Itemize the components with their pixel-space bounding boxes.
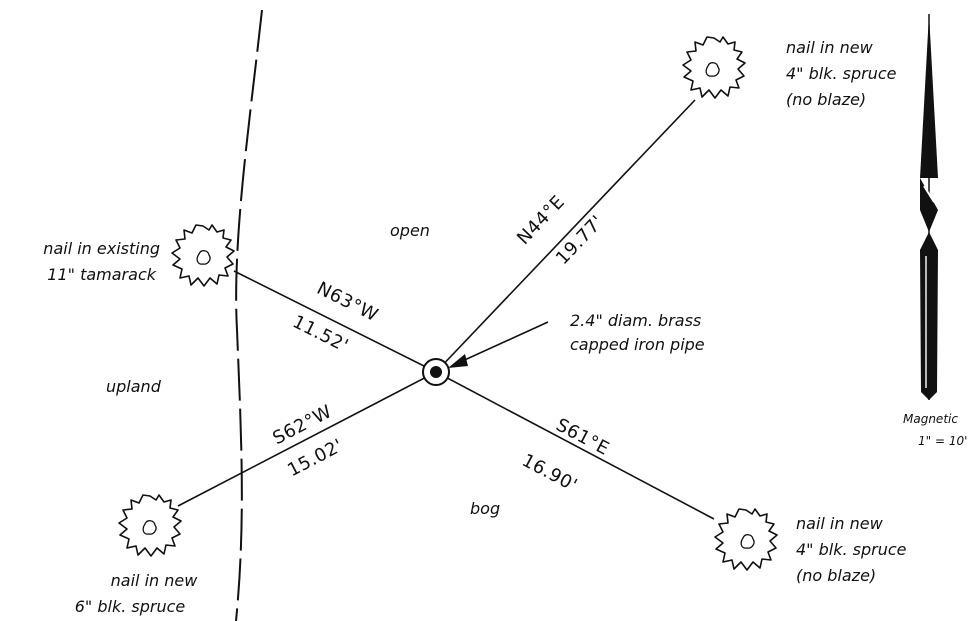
- north-arrow-icon: [920, 14, 938, 400]
- monument-note-line1: 2.4" diam. brass: [570, 311, 701, 330]
- tree-note-sw-line2: 6" blk. spruce: [75, 597, 186, 616]
- area-label-open: open: [390, 221, 430, 240]
- tie-line-sw: [177, 371, 437, 507]
- tree-icon-sw: [118, 494, 182, 557]
- tie-line-nw: [233, 270, 437, 373]
- tree-note-se-line3: (no blaze): [796, 566, 876, 585]
- monument-note-line2: capped iron pipe: [570, 335, 705, 354]
- bearing-nw: N63°W: [313, 278, 381, 326]
- monument-leader-line: [457, 321, 549, 364]
- distance-se: 16.90': [518, 450, 580, 496]
- tree-note-nw-line1: nail in existing: [43, 239, 160, 258]
- bearing-se: S61°E: [552, 414, 612, 459]
- tree-note-sw-line1: nail in new: [111, 571, 199, 590]
- area-label-upland: upland: [106, 377, 162, 396]
- monument-icon: [422, 358, 450, 386]
- tree-note-se-line2: 4" blk. spruce: [796, 540, 907, 559]
- tree-note-se-line1: nail in new: [796, 514, 884, 533]
- tree-note-ne-line2: 4" blk. spruce: [786, 64, 897, 83]
- distance-sw: 15.02': [284, 435, 346, 481]
- tie-line-ne: [435, 99, 696, 373]
- tie-line-se: [435, 371, 715, 520]
- north-arrow-label: Magnetic: [903, 412, 958, 426]
- tree-note-ne-line3: (no blaze): [786, 90, 866, 109]
- upland-boundary-line: [235, 9, 263, 621]
- tree-note-ne-line1: nail in new: [786, 38, 874, 57]
- tree-icon-ne: [682, 36, 746, 99]
- scale-label: 1" = 10': [918, 434, 967, 448]
- monument-leader-arrowhead: [448, 354, 468, 368]
- tree-note-nw-line2: 11" tamarack: [47, 265, 156, 284]
- area-label-bog: bog: [470, 499, 500, 518]
- tree-icon-se: [714, 508, 778, 571]
- distance-nw: 11.52': [289, 311, 352, 356]
- tree-icon-nw: [171, 224, 235, 287]
